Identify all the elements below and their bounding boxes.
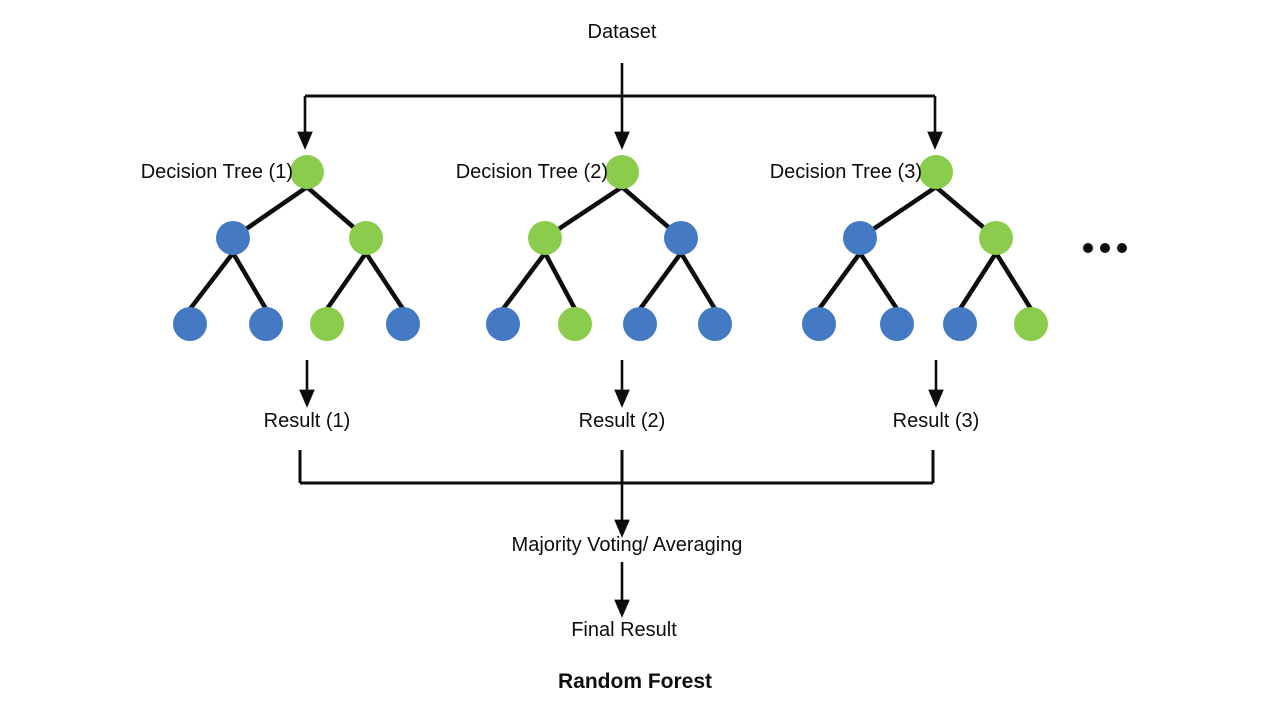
tree-3-leaf-node-3-blue	[943, 307, 977, 341]
tree-1-root-node-green	[290, 155, 324, 189]
decision-tree-3-label: Decision Tree (3)	[769, 161, 922, 183]
ellipsis-dot-3	[1117, 243, 1127, 253]
tree-1-internal-node-2-green	[349, 221, 383, 255]
tree-3-internal-node-1-blue	[843, 221, 877, 255]
tree-1-internal-node-1-blue	[216, 221, 250, 255]
tree-3-internal-node-2-green	[979, 221, 1013, 255]
majority-voting-label: Majority Voting/ Averaging	[511, 534, 743, 556]
tree-1-leaf-node-1-blue	[173, 307, 207, 341]
tree-3-branch-1-edge-1	[817, 251, 862, 311]
final-result-label: Final Result	[571, 619, 677, 641]
tree-3-leaf-node-2-blue	[880, 307, 914, 341]
ellipsis-dot-1	[1083, 243, 1093, 253]
decision-tree-2-label: Decision Tree (2)	[455, 161, 608, 183]
tree-2-leaf-node-4-blue	[698, 307, 732, 341]
tree-1-branch-2-edge-2	[364, 251, 405, 311]
tree-nodes	[173, 155, 1048, 341]
tree-2-leaf-node-2-green	[558, 307, 592, 341]
tree-2-internal-node-2-blue	[664, 221, 698, 255]
tree-2-leaf-node-3-blue	[623, 307, 657, 341]
tree-2-branch-1-edge-2	[543, 251, 577, 311]
tree-edges	[188, 185, 1033, 311]
tree-3-leaf-node-4-green	[1014, 307, 1048, 341]
result-2-label: Result (2)	[578, 410, 666, 432]
tree-1-branch-2-edge-1	[325, 251, 368, 311]
tree-1-leaf-node-3-green	[310, 307, 344, 341]
tree-2-branch-1-edge-1	[501, 251, 547, 311]
tree-2-internal-node-1-green	[528, 221, 562, 255]
dataset-label: Dataset	[587, 21, 657, 43]
tree-3-leaf-node-1-blue	[802, 307, 836, 341]
result-3-label: Result (3)	[892, 410, 980, 432]
tree-2-branch-2-edge-1	[638, 251, 683, 311]
ellipsis-dot-2	[1100, 243, 1110, 253]
decision-tree-1-label: Decision Tree (1)	[140, 161, 293, 183]
tree-3-branch-2-edge-1	[958, 251, 998, 311]
tree-3-branch-1-edge-2	[858, 251, 899, 311]
tree-3-branch-2-edge-2	[994, 251, 1033, 311]
tree-1-branch-1-edge-2	[231, 251, 268, 311]
result-1-label: Result (1)	[263, 410, 351, 432]
more-trees-ellipsis-icon	[1083, 243, 1127, 253]
tree-2-root-node-green	[605, 155, 639, 189]
tree-1-branch-1-edge-1	[188, 251, 235, 311]
tree-2-branch-2-edge-2	[679, 251, 717, 311]
figure-title: Random Forest	[557, 670, 713, 693]
tree-2-leaf-node-1-blue	[486, 307, 520, 341]
connector-lines	[297, 63, 944, 618]
tree-3-root-node-green	[919, 155, 953, 189]
tree-1-leaf-node-4-blue	[386, 307, 420, 341]
tree-1-leaf-node-2-blue	[249, 307, 283, 341]
